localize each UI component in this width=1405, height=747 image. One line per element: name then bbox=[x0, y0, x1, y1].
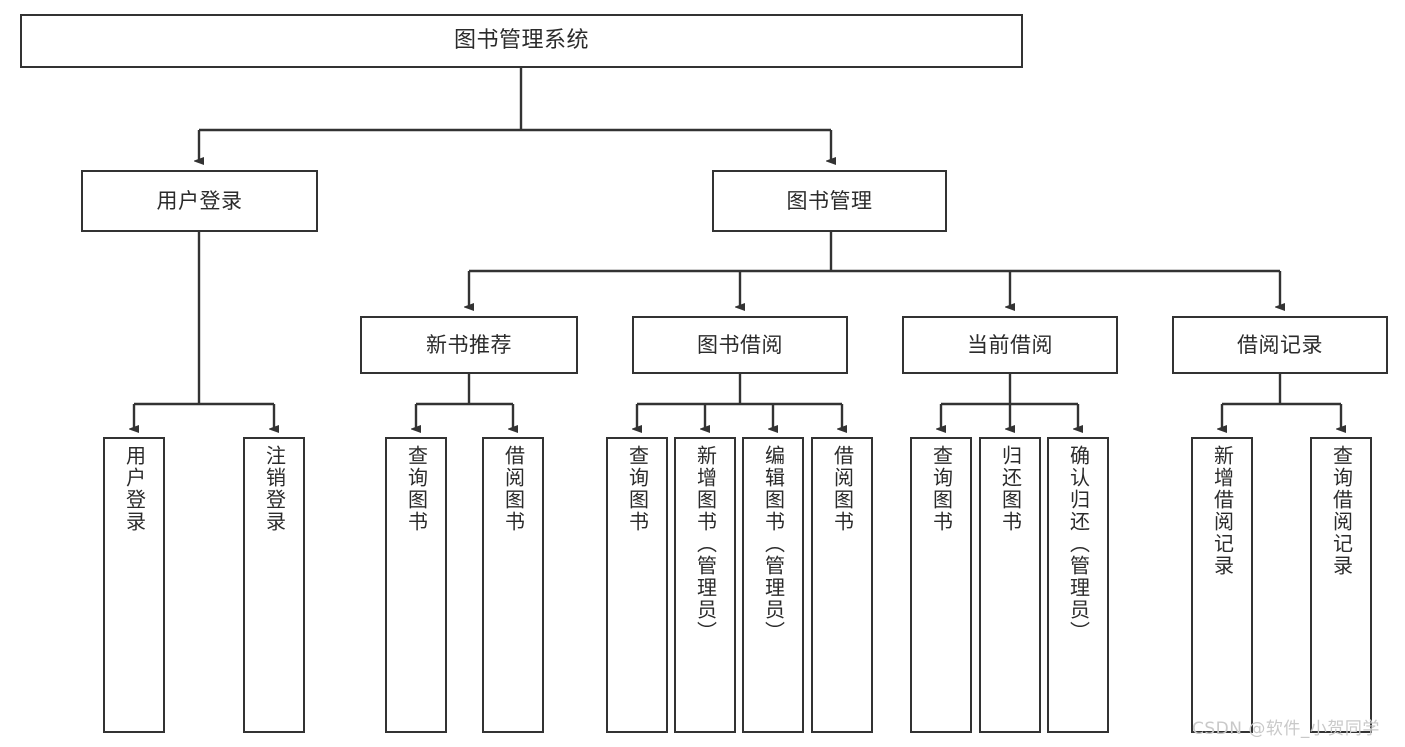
node-label: 借阅图书 bbox=[830, 445, 855, 533]
node-label: 借阅图书 bbox=[501, 445, 526, 533]
node-label: 用户登录 bbox=[122, 445, 147, 533]
leaf-new-book-query[interactable]: 查询图书 bbox=[385, 437, 447, 733]
node-label: 查询图书 bbox=[625, 445, 650, 533]
leaf-book-borrow-add[interactable]: 新增图书（管理员） bbox=[674, 437, 736, 733]
leaf-book-borrow-edit[interactable]: 编辑图书（管理员） bbox=[742, 437, 804, 733]
node-borrow-record[interactable]: 借阅记录 bbox=[1172, 316, 1388, 374]
node-label: 注销登录 bbox=[262, 445, 287, 533]
leaf-user-login-login[interactable]: 用户登录 bbox=[103, 437, 165, 733]
leaf-borrow-record-add[interactable]: 新增借阅记录 bbox=[1191, 437, 1253, 733]
leaf-current-borrow-query[interactable]: 查询图书 bbox=[910, 437, 972, 733]
leaf-user-login-logout[interactable]: 注销登录 bbox=[243, 437, 305, 733]
node-label: 用户登录 bbox=[156, 188, 243, 213]
node-label: 查询图书 bbox=[929, 445, 954, 533]
node-label: 查询借阅记录 bbox=[1329, 445, 1354, 577]
leaf-book-borrow-query[interactable]: 查询图书 bbox=[606, 437, 668, 733]
leaf-borrow-record-query[interactable]: 查询借阅记录 bbox=[1310, 437, 1372, 733]
node-user-login[interactable]: 用户登录 bbox=[81, 170, 318, 232]
node-label: 图书管理系统 bbox=[453, 28, 589, 54]
node-book-borrow[interactable]: 图书借阅 bbox=[632, 316, 848, 374]
node-label: 新增图书（管理员） bbox=[693, 445, 718, 643]
node-label: 图书管理 bbox=[786, 188, 873, 213]
leaf-current-borrow-confirm-return[interactable]: 确认归还（管理员） bbox=[1047, 437, 1109, 733]
csdn-watermark: CSDN @软件_小贺同学 bbox=[1192, 719, 1380, 739]
node-label: 借阅记录 bbox=[1237, 332, 1323, 357]
leaf-new-book-borrow[interactable]: 借阅图书 bbox=[482, 437, 544, 733]
leaf-book-borrow-borrow[interactable]: 借阅图书 bbox=[811, 437, 873, 733]
node-new-book-recommend[interactable]: 新书推荐 bbox=[360, 316, 578, 374]
node-label: 编辑图书（管理员） bbox=[761, 445, 786, 643]
node-label: 当前借阅 bbox=[967, 332, 1053, 357]
node-current-borrow[interactable]: 当前借阅 bbox=[902, 316, 1118, 374]
node-label: 归还图书 bbox=[998, 445, 1023, 533]
node-root-library-system[interactable]: 图书管理系统 bbox=[20, 14, 1023, 68]
leaf-current-borrow-return[interactable]: 归还图书 bbox=[979, 437, 1041, 733]
node-label: 新增借阅记录 bbox=[1210, 445, 1235, 577]
node-book-management[interactable]: 图书管理 bbox=[712, 170, 947, 232]
node-label: 新书推荐 bbox=[426, 332, 512, 357]
node-label: 图书借阅 bbox=[697, 332, 783, 357]
node-label: 确认归还（管理员） bbox=[1066, 445, 1091, 643]
node-label: 查询图书 bbox=[404, 445, 429, 533]
